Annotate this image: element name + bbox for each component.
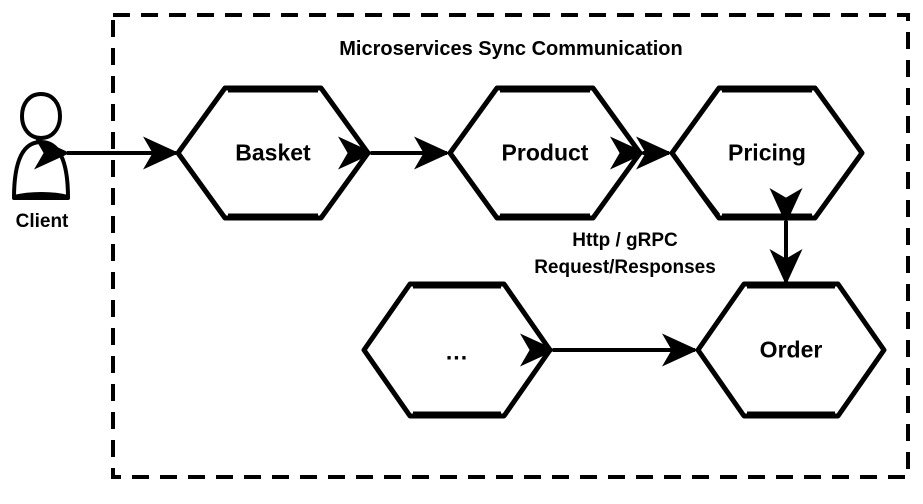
edge-label-pattern: Request/Responses — [534, 256, 716, 278]
boundary-box — [111, 13, 910, 479]
hexagon-order[interactable] — [695, 281, 887, 419]
hexagon-pricing[interactable] — [669, 85, 865, 221]
node-label-basket: Basket — [235, 139, 311, 166]
node-label-order: Order — [759, 336, 823, 363]
hexagon-basket[interactable] — [175, 85, 371, 221]
edge-label-protocol: Http / gRPC — [572, 229, 678, 251]
hexagon-more[interactable] — [361, 281, 553, 419]
page-title: Microservices Sync Communication — [339, 38, 683, 61]
hexagon-product[interactable] — [447, 85, 643, 221]
node-label-product: Product — [501, 139, 589, 166]
node-label-more: ... — [445, 338, 469, 365]
person-icon — [12, 92, 70, 200]
actor-label-client: Client — [15, 210, 69, 232]
node-label-pricing: Pricing — [728, 139, 806, 166]
